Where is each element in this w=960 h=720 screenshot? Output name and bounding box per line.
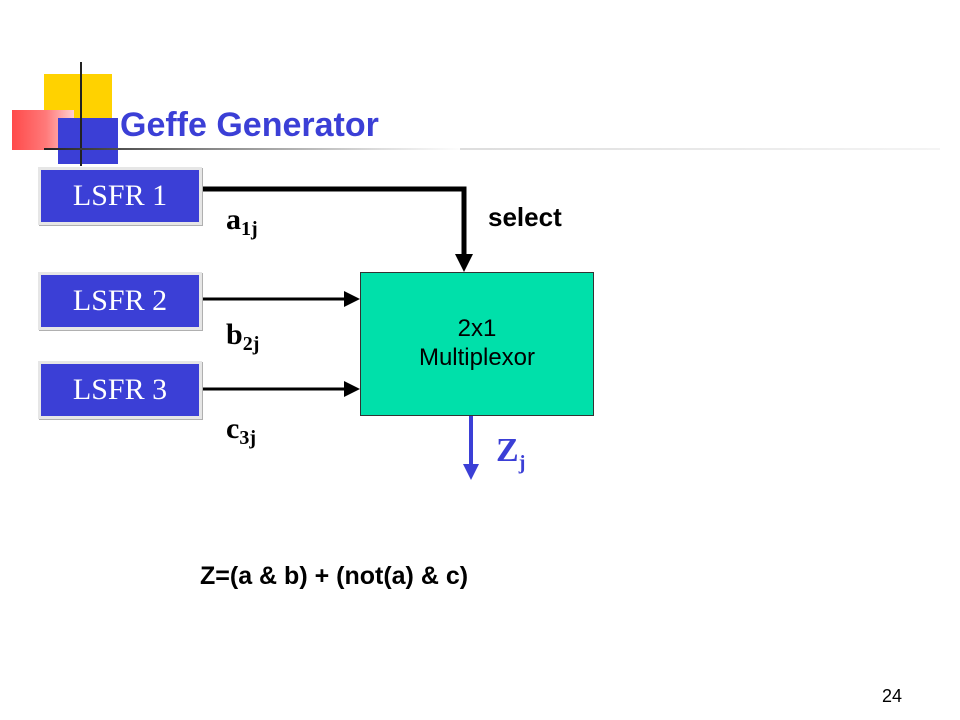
formula-text: Z=(a & b) + (not(a) & c) — [200, 562, 469, 590]
lsfr-1-box: LSFR 1 — [38, 167, 202, 225]
signal-a-label: a1j — [226, 203, 258, 241]
lsfr-3-box: LSFR 3 — [38, 361, 202, 419]
signal-c-base: c — [226, 412, 240, 445]
decor-vertical-line — [80, 62, 82, 166]
title-underline — [44, 148, 464, 150]
decor-blue-square — [58, 118, 118, 164]
arrowhead-z — [463, 464, 479, 480]
signal-b-label: b2j — [226, 318, 259, 356]
page-number: 24 — [882, 686, 903, 706]
wire-a-select — [202, 186, 467, 258]
arrowhead-select — [455, 254, 473, 272]
output-z-sub: j — [518, 452, 526, 474]
signal-c-sub: 3j — [239, 427, 256, 449]
output-z-base: Z — [496, 432, 519, 469]
arrowhead-b — [344, 291, 360, 307]
signal-b-sub: 2j — [242, 333, 260, 355]
signal-a-base: a — [226, 203, 241, 236]
output-z-label: Zj — [496, 432, 525, 475]
lsfr-2-box: LSFR 2 — [38, 272, 202, 330]
mux-line-1: 2x1 — [457, 315, 497, 343]
slide-title: Geffe Generator — [120, 106, 379, 144]
title-underline-fade — [460, 148, 940, 150]
arrowhead-c — [344, 381, 360, 397]
multiplexor-box: 2x1 Multiplexor — [360, 272, 594, 416]
signal-c-label: c3j — [226, 412, 256, 450]
signal-a-sub: 1j — [241, 218, 258, 240]
mux-line-2: Multiplexor — [418, 344, 536, 371]
select-label: select — [488, 202, 562, 232]
signal-b-base: b — [226, 318, 243, 351]
